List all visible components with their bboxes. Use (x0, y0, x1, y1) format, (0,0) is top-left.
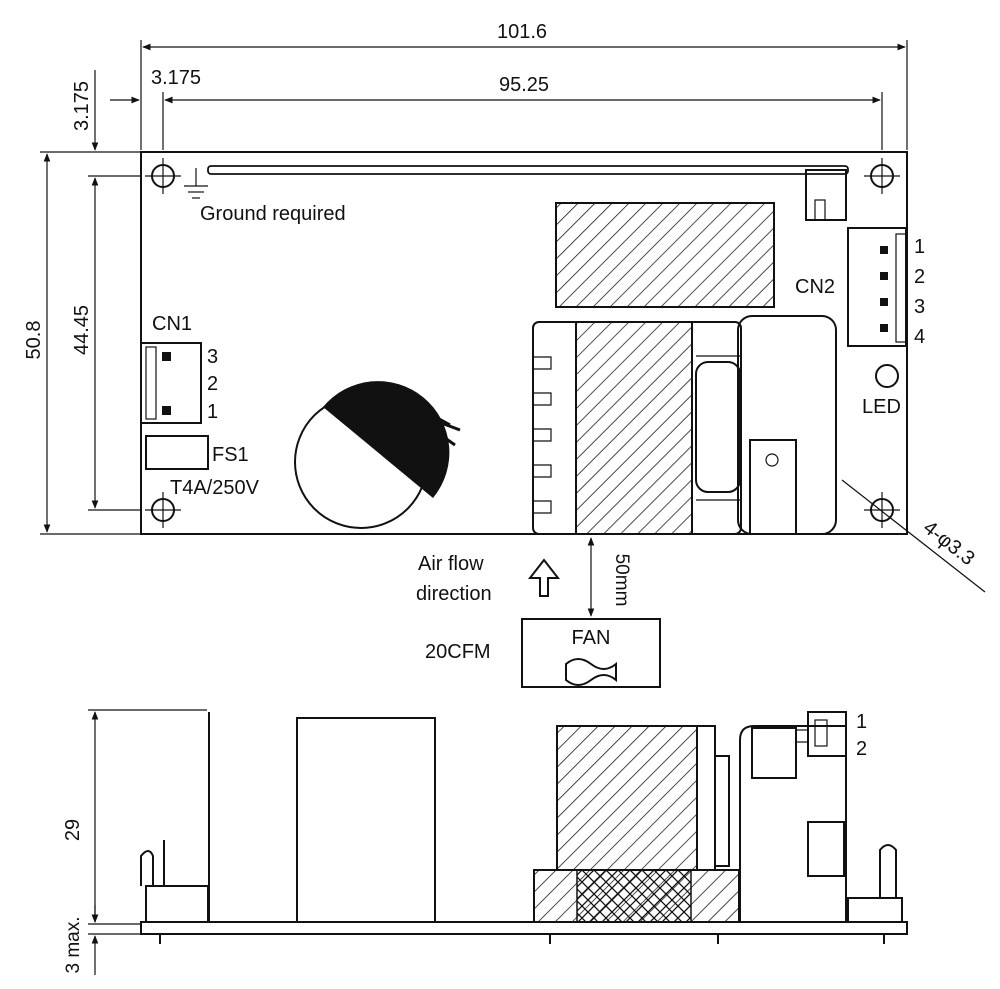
dim-clearance: 3 max. (63, 916, 84, 973)
dim-hole-spacing-y: 44.45 (71, 305, 93, 355)
mounting-hole-label: 4-φ3.3 (919, 517, 979, 570)
dim-hole-spacing-x: 95.25 (499, 74, 549, 96)
dim-hole-offset-x: 3.175 (151, 67, 201, 89)
capacitor-icon (294, 381, 461, 529)
cn2-connector (847, 227, 907, 347)
small-connector (805, 169, 847, 221)
transformer (555, 202, 775, 308)
cn2-label: CN2 (795, 276, 835, 298)
side-connector-pin-1: 1 (856, 711, 867, 733)
airflow-arrow-icon (527, 558, 561, 597)
fan-cfm: 20CFM (425, 641, 491, 663)
cn2-pin-1: 1 (914, 236, 925, 258)
side-connector-pin-2: 2 (856, 738, 867, 760)
cn2-pin-3: 3 (914, 296, 925, 318)
airflow-label-line1: Air flow (418, 553, 484, 575)
fuse-fs1 (145, 435, 209, 470)
top-view: 101.6 95.25 3.175 3.175 50.8 44.45 G (23, 21, 986, 688)
mounting-hole-icon (145, 492, 181, 528)
ground-label: Ground required (200, 203, 346, 225)
cn2-pin-2: 2 (914, 266, 925, 288)
cn1-pin-1: 1 (207, 401, 218, 423)
fan-box (521, 618, 661, 688)
cn1-connector (140, 342, 202, 424)
fs1-label: FS1 (212, 444, 249, 466)
fan-distance: 50mm (611, 554, 632, 607)
fuse-rating: T4A/250V (170, 477, 260, 499)
side-pcb (140, 921, 908, 935)
dim-hole-offset-y: 3.175 (71, 81, 93, 131)
dim-height: 29 (62, 819, 84, 841)
mounting-hole-icon (864, 492, 900, 528)
mounting-hole-leader (841, 479, 986, 593)
fan-label: FAN (572, 627, 611, 649)
mounting-hole-icon (145, 158, 181, 194)
heatsink-rail (207, 165, 849, 175)
airflow-label-line2: direction (416, 583, 492, 605)
mounting-hole-icon (864, 158, 900, 194)
dim-overall-length: 101.6 (497, 21, 547, 43)
cn1-pin-2: 2 (207, 373, 218, 395)
cn2-pin-4: 4 (914, 326, 925, 348)
led-label: LED (862, 396, 901, 418)
capacitor-side (296, 717, 436, 923)
cn1-pin-3: 3 (207, 346, 218, 368)
side-view: 29 3 max. 1 2 (62, 709, 908, 975)
heatsink-assembly (532, 315, 837, 535)
side-connector (807, 711, 847, 757)
dim-overall-width: 50.8 (23, 321, 45, 360)
ground-icon (184, 168, 208, 199)
led-icon (875, 364, 899, 388)
fan-icon (565, 658, 617, 686)
cn1-label: CN1 (152, 313, 192, 335)
